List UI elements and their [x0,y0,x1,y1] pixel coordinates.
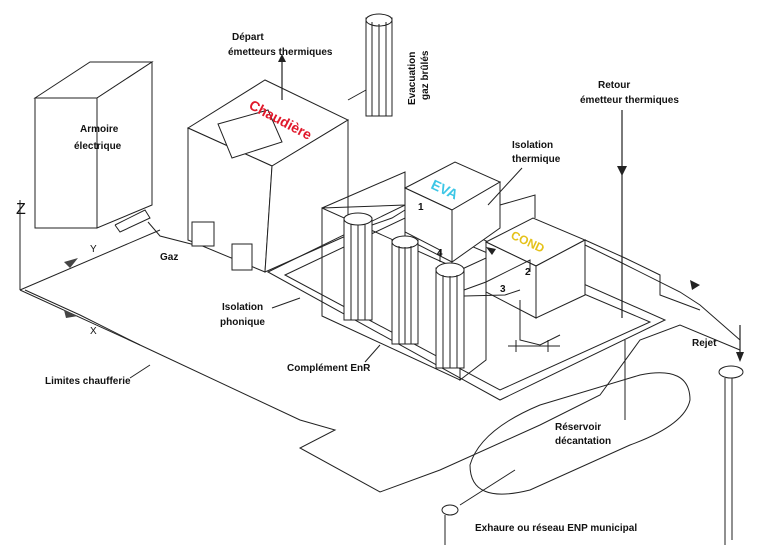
isolation-phonique-line1: Isolation [222,302,263,313]
evacuation-label-line2: gaz brûlés [420,50,431,100]
gaz-valve-1 [191,221,215,247]
isolation-phonique-line2: phonique [220,317,265,328]
gaz-label: Gaz [160,252,178,263]
retour-label-line2: émetteur thermiques [580,95,679,106]
retour-label-line1: Retour [598,80,630,91]
retour-arrow-icon [617,166,627,176]
chaudiere: Chaudière [186,79,350,273]
gaz-valve-2 [231,243,253,271]
complement-leader [364,344,381,363]
depart-label-line2: émetteurs thermiques [228,47,333,58]
reservoir-label-line2: décantation [555,436,611,447]
y-arrow-icon [64,258,78,268]
x-arrow-icon [64,310,78,318]
armoire-cable [114,209,151,233]
armoire-label-line2: électrique [74,141,122,152]
limites-label: Limites chaufferie [45,376,131,387]
tanks [343,212,465,369]
exhaure-manhole [441,504,459,516]
isolation-phonique-leader [271,297,301,309]
rejet-label: Rejet [692,338,717,349]
cond-return-arrow-icon [690,280,700,290]
complement-label: Complément EnR [287,363,371,374]
armoire-electrique: Armoire électrique [33,61,154,229]
axis-z-label: Z [16,201,26,218]
point-3: 3 [500,284,506,295]
chaufferie-boundary [24,289,741,493]
rejet-arrow-icon [736,352,744,362]
isolation-thermique-line1: Isolation [512,140,553,151]
rejet-manhole [718,365,744,379]
axes: Z Y X [16,200,161,346]
evacuation-label-line1: Evacuation [407,52,418,105]
evacuation-stack [347,13,393,117]
piping [371,194,741,352]
limites-leader [129,364,151,379]
exhaure-label: Exhaure ou réseau ENP municipal [475,523,637,534]
gaz-pipe [147,221,196,246]
point-2: 2 [525,267,531,278]
isolation-thermique-leader [487,167,523,206]
armoire-label-line1: Armoire [80,124,119,135]
depart-label-line1: Départ [232,32,264,43]
axis-x-label: X [90,326,97,337]
point-4: 4 [437,248,443,259]
reservoir-label-line1: Réservoir [555,422,601,433]
isolation-thermique-line2: thermique [512,154,561,165]
cond-unit: COND [484,217,587,319]
point-1: 1 [418,202,424,213]
reservoir-decantation [459,340,691,506]
depart-arrow-icon [278,54,286,62]
cond-inlet-arrow-icon [486,247,496,255]
axis-y-label: Y [90,244,97,255]
